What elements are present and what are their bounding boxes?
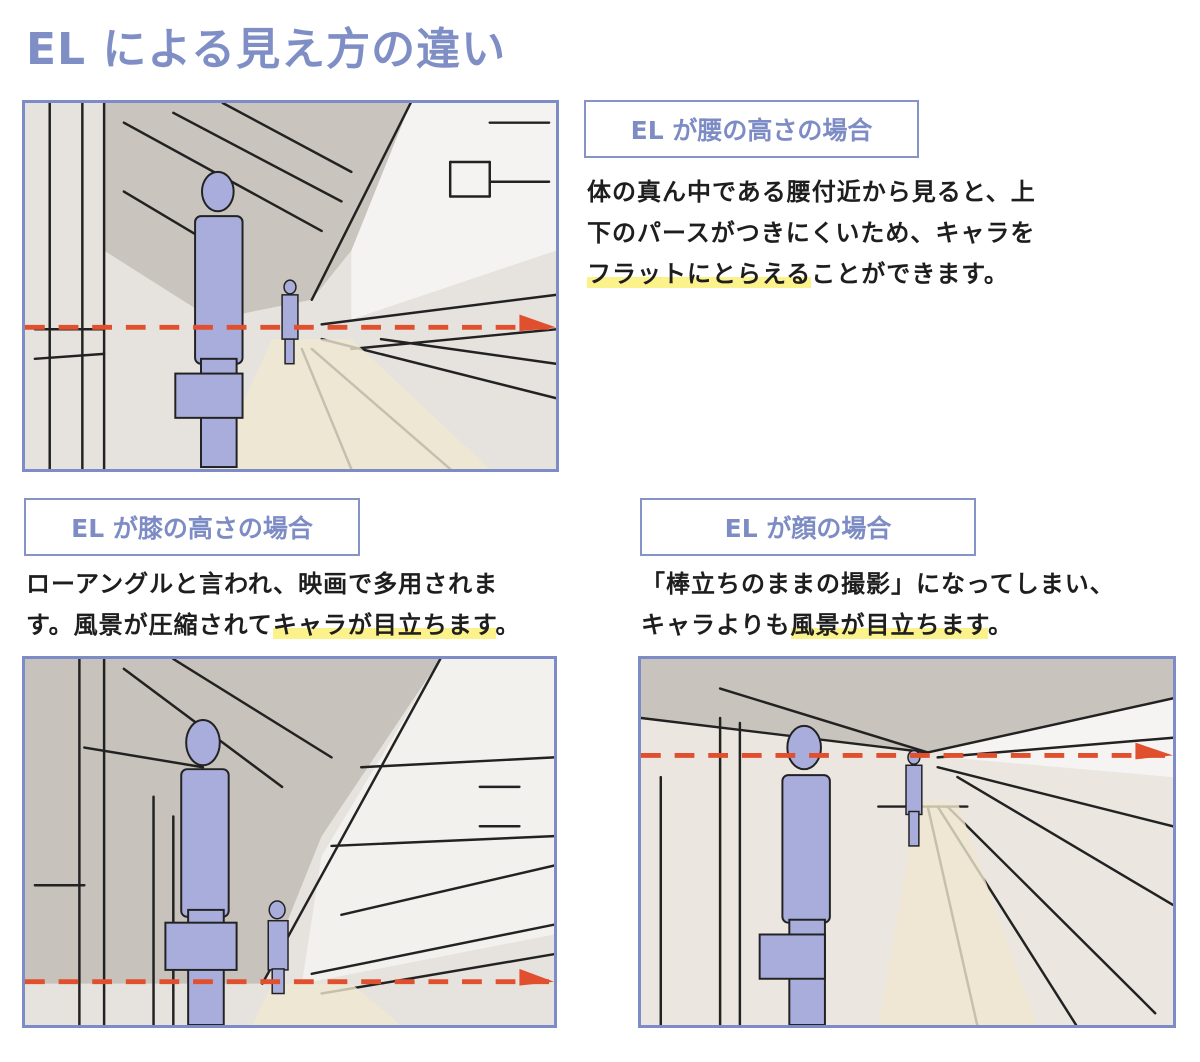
illustration-face-level [638, 656, 1176, 1028]
highlighted-text: フラットにとらえる [587, 260, 812, 288]
description-waist-level: 体の真ん中である腰付近から見ると、上 下のパースがつきにくいため、キャラを フラ… [587, 172, 1036, 295]
highlighted-text: 風景が目立ちます [790, 611, 989, 639]
description-line: フラットにとらえることができます。 [587, 260, 1009, 288]
description-line: 「棒立ちのままの撮影」になってしまい、 [641, 570, 1115, 598]
label-waist-level: EL が腰の高さの場合 [584, 100, 919, 158]
label-knee-level: EL が膝の高さの場合 [24, 498, 360, 556]
description-line: す。風景が圧縮されてキャラが目立ちます。 [26, 611, 521, 639]
description-line: 下のパースがつきにくいため、キャラを [587, 219, 1036, 247]
character-figure [174, 170, 244, 469]
illustration-knee-level [22, 656, 557, 1028]
description-knee-level: ローアングルと言われ、映画で多用されま す。風景が圧縮されてキャラが目立ちます。 [26, 564, 521, 646]
description-line: キャラよりも風景が目立ちます。 [641, 611, 1014, 639]
description-face-level: 「棒立ちのままの撮影」になってしまい、 キャラよりも風景が目立ちます。 [641, 564, 1115, 646]
page-title: EL による見え方の違い [26, 24, 507, 75]
description-line: ローアングルと言われ、映画で多用されま [26, 570, 499, 598]
label-face-level: EL が顔の場合 [640, 498, 976, 556]
description-line: 体の真ん中である腰付近から見ると、上 [587, 178, 1036, 206]
highlighted-text: キャラが目立ちます [272, 611, 496, 639]
illustration-waist-level [22, 100, 559, 472]
